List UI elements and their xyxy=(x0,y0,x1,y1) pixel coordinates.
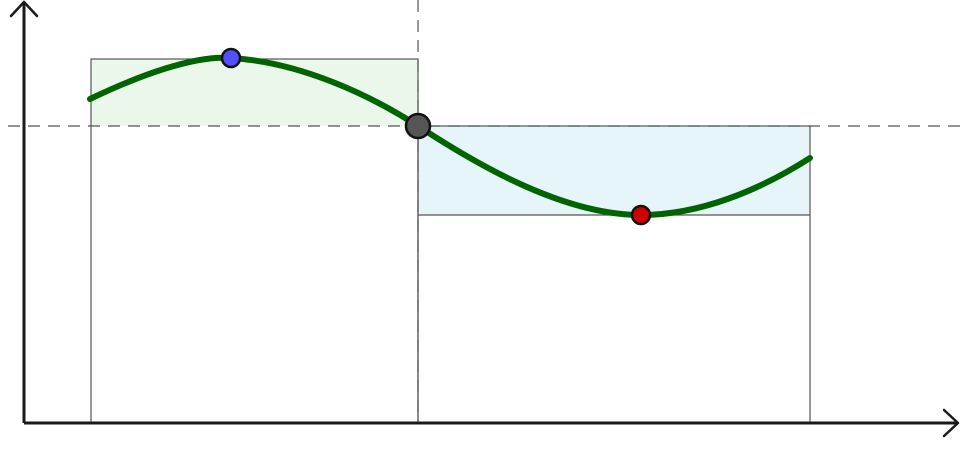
upper-shaded-region xyxy=(91,59,418,126)
maximum-point[interactable] xyxy=(220,47,242,69)
arrow-right-icon xyxy=(942,408,960,438)
arrow-up-icon xyxy=(9,0,39,18)
center-point[interactable] xyxy=(404,112,432,140)
axes xyxy=(9,0,960,438)
lower-shaded-region xyxy=(418,126,810,215)
minimum-point[interactable] xyxy=(630,204,652,226)
